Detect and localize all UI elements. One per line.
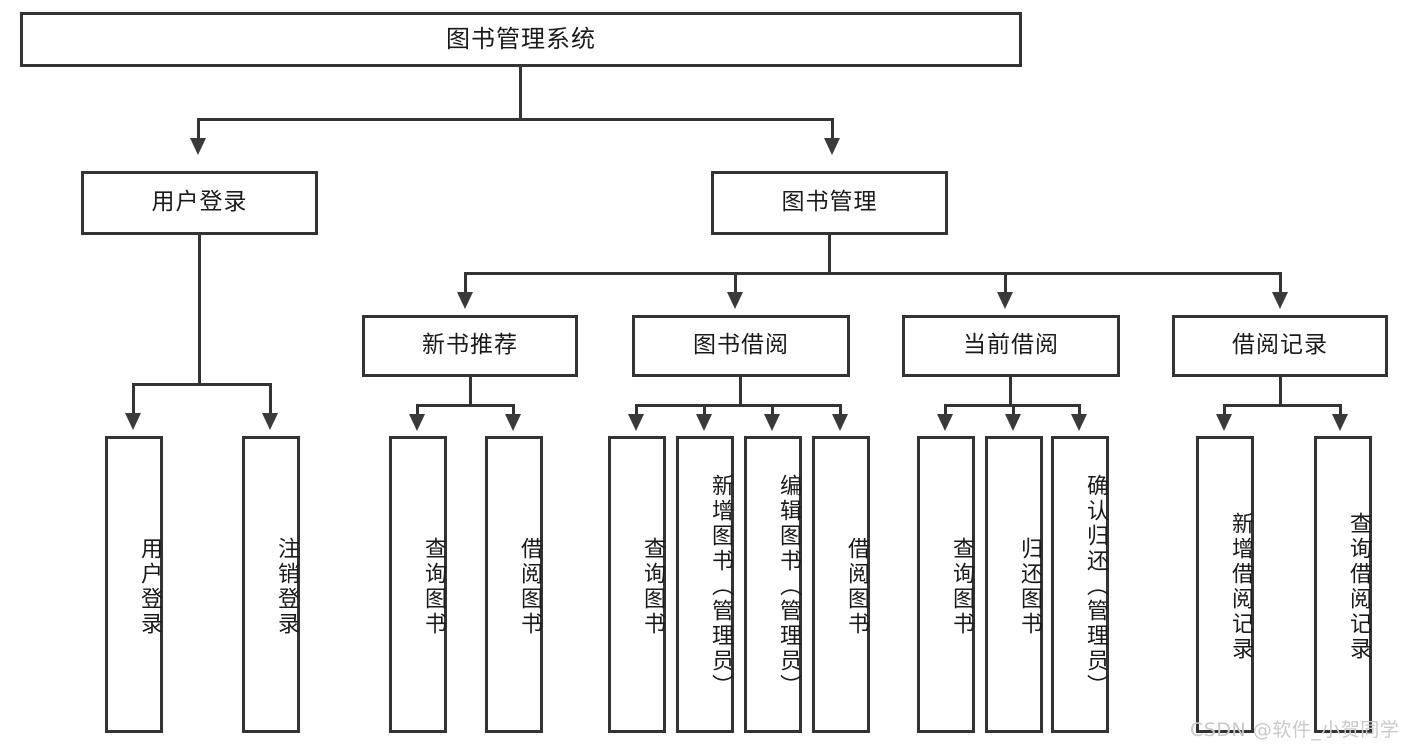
node-label: 图书管理系统 [446,25,596,54]
arrow-to-book-borrow [727,292,743,309]
connector-root-to-login-drop [197,118,200,140]
node-label: 注销登录 [274,536,299,637]
node-borrow-record[interactable]: 借阅记录 [1172,315,1388,377]
arrow-to-leaf-borrow-book-nb [505,414,521,431]
connector-new-book-drop-1 [416,404,419,416]
arrow-to-leaf-query-book-cb [937,414,953,431]
node-label: 查询借阅记录 [1346,511,1371,662]
leaf-add-borrow-record[interactable]: 新增借阅记录 [1196,436,1254,733]
node-label: 新增图书（管理员） [708,474,733,699]
node-new-book-recommend[interactable]: 新书推荐 [362,315,578,377]
connector-level2-bus [464,272,1282,275]
connector-book-borrow-drop-2 [703,404,706,416]
connector-level2-drop-2 [734,272,737,294]
connector-borrow-record-drop-2 [1339,404,1342,416]
arrow-to-current-borrow [997,292,1013,309]
node-label: 确认归还（管理员） [1083,474,1108,699]
node-user-login[interactable]: 用户登录 [81,171,318,235]
connector-user-login-drop-2 [269,383,272,415]
node-label: 归还图书 [1017,536,1042,637]
arrow-to-user-login [190,138,206,155]
watermark-csdn: CSDN @软件_小贺同学 [1190,715,1399,742]
node-label: 编辑图书（管理员） [776,474,801,699]
connector-book-borrow-stem [739,377,742,406]
node-label: 借阅图书 [517,536,542,637]
connector-new-book-stem [469,377,472,406]
node-label: 用户登录 [137,536,162,637]
arrow-to-leaf-query-record [1332,414,1348,431]
connector-current-borrow-drop-3 [1078,404,1081,416]
watermark-text: CSDN @软件_小贺同学 [1190,719,1400,741]
node-label: 图书管理 [781,189,878,216]
leaf-query-book-new[interactable]: 查询图书 [389,436,447,733]
leaf-borrow-book[interactable]: 借阅图书 [812,436,870,733]
connector-book-borrow-drop-4 [839,404,842,416]
arrow-to-leaf-user-login [125,413,141,430]
connector-current-borrow-stem [1009,377,1012,406]
connector-current-borrow-drop-1 [944,404,947,416]
leaf-return-book[interactable]: 归还图书 [985,436,1043,733]
connector-new-book-bus [416,404,515,407]
node-label: 查询图书 [949,536,974,637]
connector-user-login-drop-1 [132,383,135,415]
node-label: 借阅图书 [844,536,869,637]
node-label: 新增借阅记录 [1228,511,1253,662]
leaf-confirm-return-admin[interactable]: 确认归还（管理员） [1051,436,1109,733]
node-book-borrow[interactable]: 图书借阅 [632,315,850,377]
arrow-to-leaf-edit-book [764,414,780,431]
connector-user-login-bus [132,383,269,386]
node-root-system[interactable]: 图书管理系统 [20,12,1022,67]
connector-book-borrow-drop-1 [635,404,638,416]
arrow-to-leaf-return-book [1005,414,1021,431]
connector-book-borrow-bus [635,404,839,407]
node-label: 用户登录 [151,189,248,216]
connector-borrow-record-drop-1 [1223,404,1226,416]
node-book-management[interactable]: 图书管理 [711,171,948,235]
arrow-to-borrow-record [1272,292,1288,309]
connector-root-to-books-drop [831,118,834,140]
leaf-query-book-current[interactable]: 查询图书 [917,436,975,733]
arrow-to-leaf-borrow-book-bb [832,414,848,431]
node-label: 图书借阅 [693,332,789,359]
connector-book-management-stem [828,235,831,275]
leaf-query-book-borrow[interactable]: 查询图书 [608,436,666,733]
connector-root-bus [197,118,834,121]
connector-new-book-drop-2 [512,404,515,416]
leaf-borrow-book-new[interactable]: 借阅图书 [485,436,543,733]
arrow-to-leaf-query-book-nb [409,414,425,431]
node-label: 借阅记录 [1232,332,1328,359]
node-label: 当前借阅 [963,332,1059,359]
arrow-to-new-book [457,292,473,309]
arrow-to-leaf-add-record [1216,414,1232,431]
connector-level2-drop-1 [464,272,467,294]
arrow-to-leaf-logout [262,413,278,430]
connector-user-login-stem [198,235,201,385]
connector-current-borrow-drop-2 [1012,404,1015,416]
connector-book-borrow-drop-3 [771,404,774,416]
node-current-borrow[interactable]: 当前借阅 [902,315,1120,377]
arrow-to-leaf-confirm-return [1071,414,1087,431]
node-label: 查询图书 [640,536,665,637]
arrow-to-leaf-add-book [696,414,712,431]
arrow-to-book-management [824,138,840,155]
leaf-logout[interactable]: 注销登录 [242,436,300,733]
connector-root-stem [519,67,522,120]
leaf-user-login[interactable]: 用户登录 [105,436,163,733]
leaf-add-book-admin[interactable]: 新增图书（管理员） [676,436,734,733]
leaf-query-borrow-record[interactable]: 查询借阅记录 [1314,436,1372,733]
connector-level2-drop-4 [1279,272,1282,294]
connector-level2-drop-3 [1004,272,1007,294]
node-label: 新书推荐 [422,332,518,359]
connector-current-borrow-bus [944,404,1078,407]
connector-borrow-record-stem [1279,377,1282,406]
leaf-edit-book-admin[interactable]: 编辑图书（管理员） [744,436,802,733]
arrow-to-leaf-query-book-bb [628,414,644,431]
node-label: 查询图书 [421,536,446,637]
connector-borrow-record-bus [1223,404,1342,407]
